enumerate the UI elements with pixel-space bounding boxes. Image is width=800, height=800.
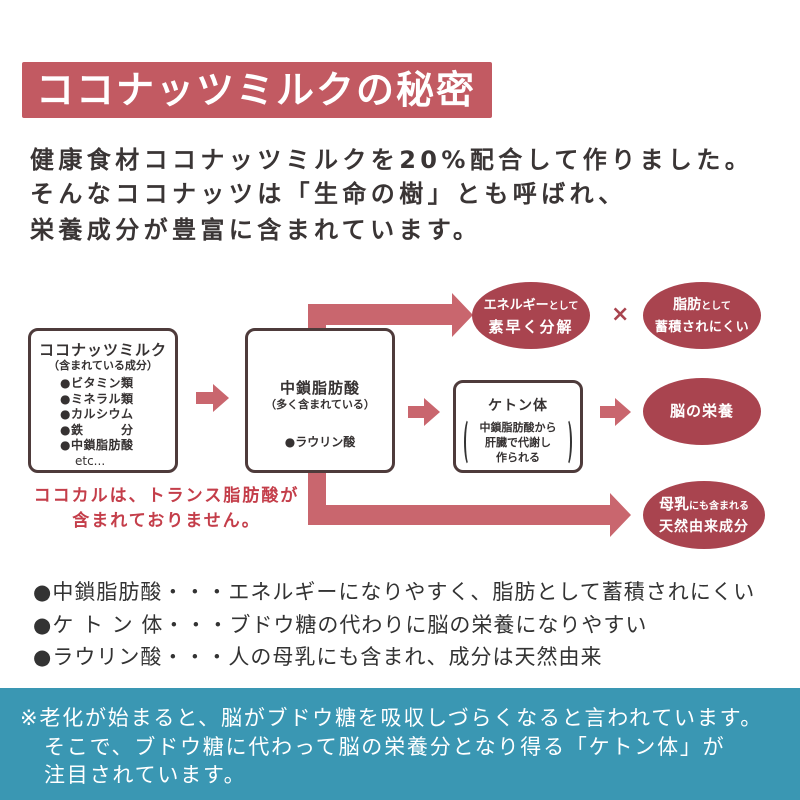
ingredient-item: ●鉄 分 [60,422,134,437]
arrow-mcfa-to-ketone [408,398,440,426]
coconut-box-ingredient-list: ●ビタミン類 ●ミネラル類 ●カルシウム ●鉄 分 ●中鎖脂肪酸 [60,376,133,454]
energy-line-2: 素早く分解 [488,318,574,336]
mcfa-box-title: 中鎖脂肪酸 [279,379,360,397]
intro-line-3: 栄養成分が豊富に含まれています。 [30,216,482,244]
coconut-milk-box: ココナッツミルク （含まれている成分） ●ビタミン類 ●ミネラル類 ●カルシウム… [28,328,178,473]
page-title: ココナッツミルクの秘密 [36,68,477,112]
note-line-3: 注目されています。 [44,763,247,787]
fat-line-1: 脂肪として [673,293,731,317]
trans-fat-notice-line-2: 含まれておりません。 [72,511,261,531]
bullet-mcfa: ●中鎖脂肪酸・・・エネルギーになりやすく、脂肪として蓄積されにくい [33,580,756,604]
ketone-box-description: 中鎖脂肪酸から 肝臓で代謝し 作られる [464,418,572,466]
result-energy-ellipse: エネルギーとして 素早く分解 [472,282,590,349]
ketone-box-title: ケトン体 [488,398,548,414]
coconut-box-title: ココナッツミルク [38,341,167,359]
right-bracket-icon [562,418,572,466]
result-milk-ellipse: 母乳にも含まれる 天然由来成分 [643,481,765,549]
ketone-desc-line: 中鎖脂肪酸から [479,421,557,434]
milk-suffix: にも含まれる [689,500,749,512]
ketone-desc-line: 作られる [496,451,540,464]
ingredient-item: ●ミネラル類 [60,391,134,406]
ingredient-item: ●ビタミン類 [60,376,134,390]
energy-line-1: エネルギーとして [484,293,579,317]
bullet-lauric-acid: ●ラウリン酸・・・人の母乳にも含まれ、成分は天然由来 [33,645,603,669]
arrow-coconut-to-mcfa [196,384,229,412]
ketone-box: ケトン体 中鎖脂肪酸から 肝臓で代謝し 作られる [453,380,583,473]
result-brain-ellipse: 脳の栄養 [643,378,761,445]
left-bracket-icon [464,418,474,466]
trans-fat-notice-line-1: ココカルは、トランス脂肪酸が [33,486,300,506]
mcfa-box-subtitle: （多く含まれている） [265,398,375,411]
ingredient-etc: etc... [75,454,106,468]
milk-main: 母乳 [658,494,689,513]
title-banner: ココナッツミルクの秘密 [22,62,492,118]
ingredient-item: ●カルシウム [60,407,134,422]
intro-line-1: 健康食材ココナッツミルクを20%配合して作りました。 [30,146,754,174]
arrow-ketone-to-brain [600,398,631,426]
milk-line-2: 天然由来成分 [659,518,749,535]
coconut-box-subtitle: （含まれている成分） [48,359,158,372]
fat-suffix: として [701,301,731,312]
note-line-1: ※老化が始まると、脳がブドウ糖を吸収しづらくなると言われています。 [20,706,764,730]
energy-main: エネルギー [483,298,549,313]
fat-main: 脂肪 [673,297,702,313]
arrow-mcfa-to-energy [308,293,473,337]
intro-line-2: そんなココナッツは「生命の樹」とも呼ばれ、 [30,180,627,208]
times-icon: × [611,302,630,327]
milk-line-1: 母乳にも含まれる [659,493,749,517]
ketone-desc-line: 肝臓で代謝し [485,436,551,449]
note-line-2: そこで、ブドウ糖に代わって脳の栄養分となり得る「ケトン体」が [44,735,726,759]
result-fat-ellipse: 脂肪として 蓄積されにくい [643,282,761,349]
ingredient-item: ●中鎖脂肪酸 [60,438,134,453]
energy-suffix: として [548,301,579,312]
mcfa-box: 中鎖脂肪酸 （多く含まれている） ●ラウリン酸 [245,328,395,473]
mcfa-box-item: ●ラウリン酸 [284,435,356,449]
fat-line-2: 蓄積されにくい [654,320,750,335]
brain-text: 脳の栄養 [669,402,734,420]
arrow-mcfa-to-milk [308,469,631,537]
note-band: ※老化が始まると、脳がブドウ糖を吸収しづらくなると言われています。 そこで、ブド… [0,688,800,800]
bullet-ketone: ●ケ ト ン 体・・・ブドウ糖の代わりに脳の栄養になりやすい [33,613,648,637]
